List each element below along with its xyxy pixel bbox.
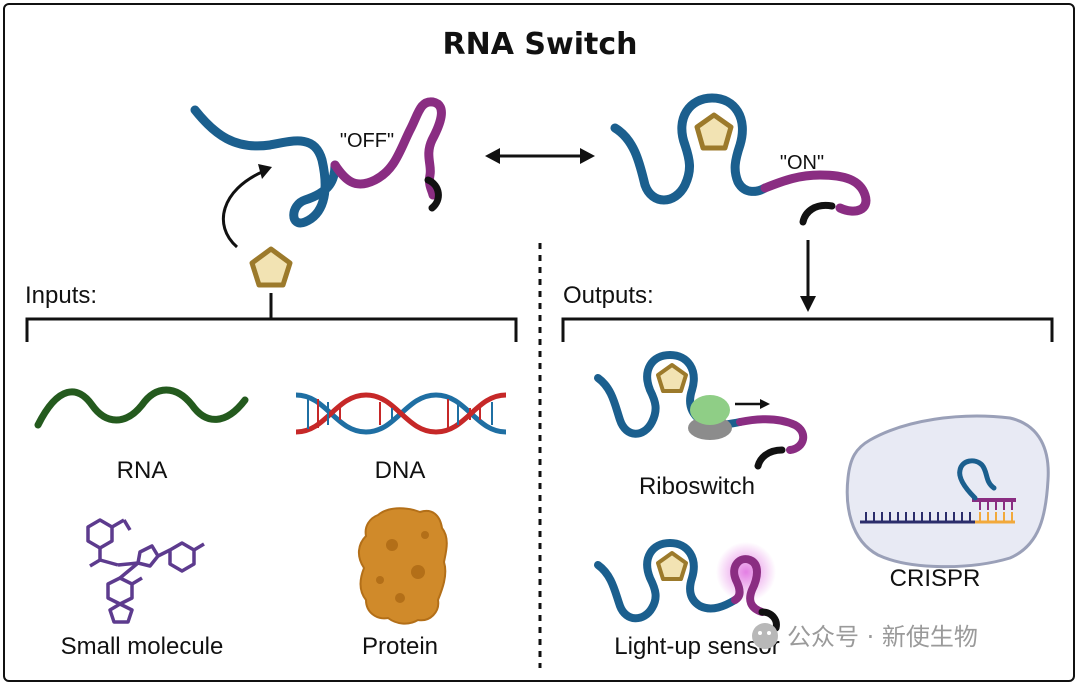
on-bound-ligand <box>694 112 734 151</box>
crispr-label: CRISPR <box>890 565 981 592</box>
small-molecule-label: Small molecule <box>61 633 224 660</box>
riboswitch-icon <box>594 350 808 470</box>
dna-icon <box>295 392 507 435</box>
on-blue-strand <box>610 93 770 205</box>
off-purple-strand <box>330 97 446 200</box>
wechat-icon <box>752 623 778 649</box>
riboswitch-label: Riboswitch <box>639 473 755 500</box>
output-down-arrow <box>800 240 816 312</box>
equilibrium-double-arrow <box>485 148 595 164</box>
on-state-switch: "ON" <box>610 93 871 226</box>
input-ligand-pentagon <box>249 246 293 288</box>
outputs-heading: Outputs: <box>563 282 654 309</box>
figure-frame <box>3 3 1075 682</box>
on-purple-strand <box>760 170 871 216</box>
inputs-heading: Inputs: <box>25 282 97 309</box>
inputs-bracket <box>25 293 518 342</box>
dna-label: DNA <box>375 457 426 484</box>
off-state-label: "OFF" <box>340 130 394 152</box>
crispr-icon <box>845 414 1050 569</box>
rna-icon <box>34 386 249 429</box>
watermark: 公众号 · 新使生物 <box>752 623 978 651</box>
off-state-switch: "OFF" <box>190 97 446 228</box>
small-molecule-icon <box>86 518 205 624</box>
rna-label: RNA <box>117 457 168 484</box>
off-blue-strand <box>190 105 340 228</box>
off-black-tail <box>424 176 442 212</box>
outputs-bracket <box>561 317 1054 342</box>
protein-label: Protein <box>362 633 438 660</box>
light-up-sensor-icon <box>594 538 780 632</box>
ligand-binding-arrow <box>221 164 272 249</box>
diagram-title: RNA Switch <box>443 27 638 62</box>
protein-icon <box>358 507 448 625</box>
on-state-label: "ON" <box>780 152 824 174</box>
on-black-tail <box>799 201 836 226</box>
watermark-text: 公众号 · 新使生物 <box>787 623 978 651</box>
